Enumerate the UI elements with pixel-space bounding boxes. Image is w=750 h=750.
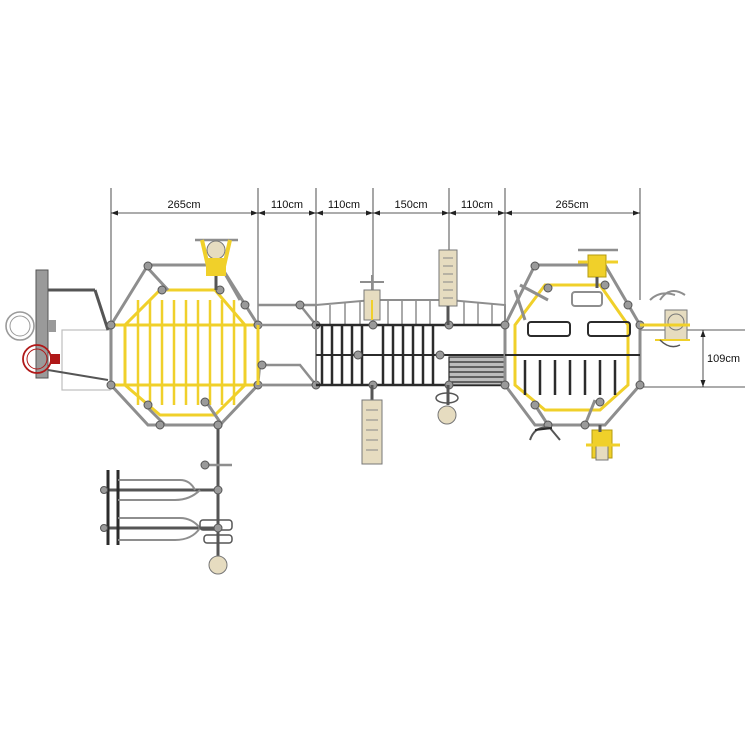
bottom-left-station: [100, 420, 233, 575]
dim-label-265-right: 265cm: [555, 199, 588, 211]
top-right-yellow-device: [578, 248, 618, 288]
top-climbing-panel: [438, 249, 458, 325]
left-bridge-section: [256, 300, 321, 390]
bottom-left-round-seat: [208, 555, 228, 575]
dimension-arrows: [111, 210, 706, 387]
bottom-climbing-panel: [361, 385, 383, 465]
left-ladder-rungs: [136, 300, 236, 405]
right-octagon-structure: [500, 261, 645, 430]
dim-label-110-c: 110cm: [461, 199, 493, 211]
bottom-center-seat: [435, 385, 459, 425]
dimension-lines: [110, 188, 745, 388]
right-end-device: [640, 290, 690, 348]
right-cutout-panels: [527, 291, 631, 337]
grated-platform: [448, 356, 506, 386]
hoop-frame: [61, 329, 111, 391]
right-octagon-yellow: [513, 283, 630, 412]
center-top-device: [360, 275, 384, 321]
right-hook-bars: [523, 360, 617, 395]
dim-label-110-a: 110cm: [271, 199, 303, 211]
dim-label-150: 150cm: [394, 199, 427, 211]
center-bridge: [315, 299, 506, 390]
dim-label-110-b: 110cm: [328, 199, 360, 211]
dim-label-265-left: 265cm: [167, 199, 200, 211]
right-octagon-outer: [503, 263, 642, 427]
hoop-ring-gray: [5, 311, 35, 341]
basketball-hoop: [5, 269, 111, 391]
left-octagon-structure: [106, 261, 263, 430]
bottom-right-yellow-device: [529, 425, 620, 461]
top-left-yellow-device: [195, 238, 238, 290]
dimension-labels: 265cm 110cm 110cm 150cm 110cm 265cm 109c…: [167, 199, 740, 365]
dim-label-109-vertical: 109cm: [707, 353, 740, 365]
